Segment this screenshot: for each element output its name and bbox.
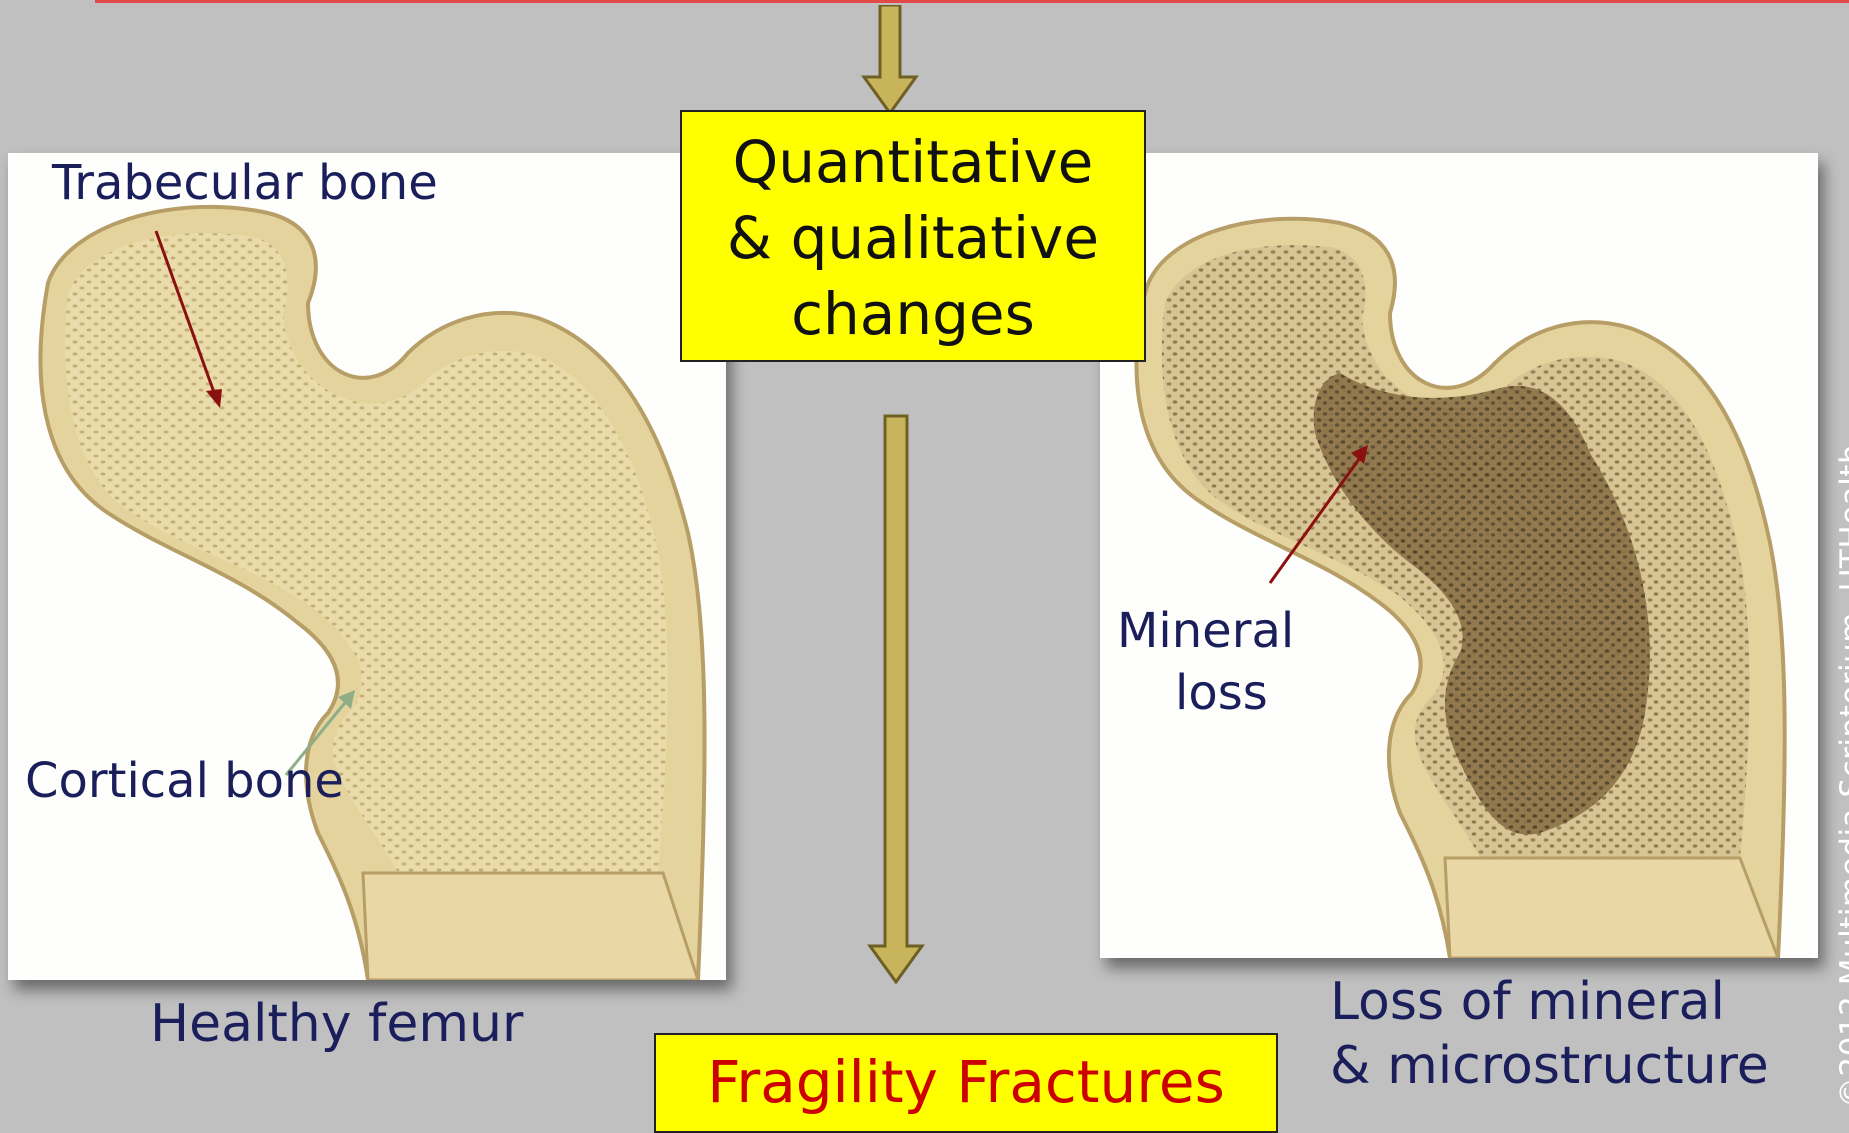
healthy-femur-panel: Trabecular bone Cortical bone — [8, 153, 726, 980]
healthy-femur-caption: Healthy femur — [150, 992, 523, 1057]
down-arrow-main — [866, 414, 926, 984]
healthy-femur-illustration — [8, 153, 726, 980]
trabecular-bone-label: Trabecular bone — [52, 155, 438, 213]
changes-line-2: & qualitative — [682, 200, 1144, 276]
cortical-bone-label: Cortical bone — [25, 753, 344, 811]
changes-box: Quantitative & qualitative changes — [680, 110, 1146, 362]
mineral-loss-label-line1: Mineral — [1117, 603, 1294, 661]
changes-line-1: Quantitative — [682, 124, 1144, 200]
mineral-loss-label-line2: loss — [1175, 665, 1268, 723]
osteoporotic-femur-illustration — [1100, 153, 1818, 958]
changes-line-3: changes — [682, 276, 1144, 352]
copyright-credit: ©2012 Multimedia Scriptorium, UTHealth — [1834, 444, 1849, 1108]
fragility-fractures-text: Fragility Fractures — [656, 1035, 1276, 1129]
top-red-rule — [95, 0, 1849, 3]
loss-caption-line2: & microstructure — [1330, 1034, 1769, 1099]
loss-caption-line1: Loss of mineral — [1330, 970, 1725, 1035]
down-arrow-top — [860, 5, 920, 115]
osteoporotic-femur-panel: Mineral loss — [1100, 153, 1818, 958]
fragility-fractures-box: Fragility Fractures — [654, 1033, 1278, 1133]
